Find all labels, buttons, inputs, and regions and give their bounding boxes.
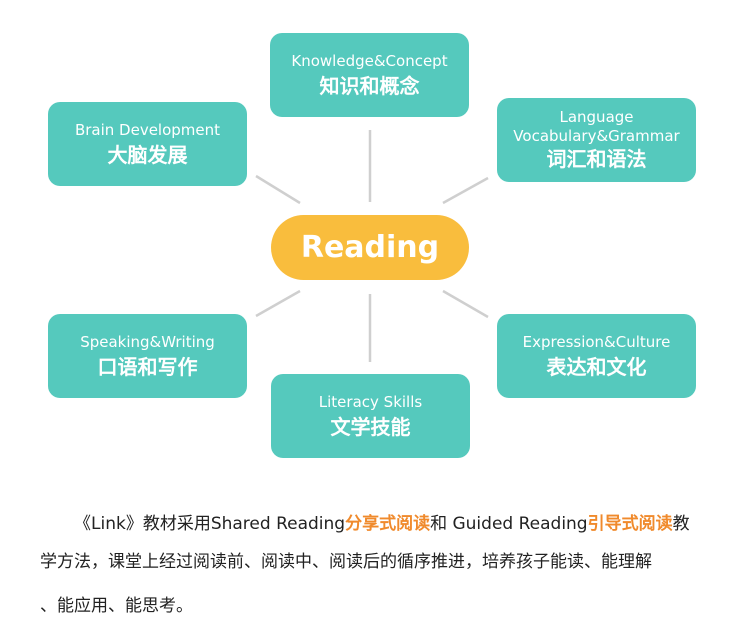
node-en: Expression&Culture [522,332,671,351]
connector-lower-left [255,289,301,318]
node-en: Knowledge&Concept [291,51,448,70]
connector-upper-left [255,174,301,205]
node-zh: 知识和概念 [319,73,420,98]
connector-upper-right [442,176,489,205]
highlight-shared-reading: 分享式阅读 [345,514,431,534]
text: 《Link》教材采用Shared Reading [74,514,346,534]
node-speaking-writing: Speaking&Writing 口语和写作 [48,314,247,398]
node-en-2: Vocabulary&Grammar [513,127,680,145]
node-brain-development: Brain Development 大脑发展 [48,102,247,186]
node-zh: 表达和文化 [546,354,647,379]
node-zh: 口语和写作 [97,354,198,379]
connector-lower-right [442,289,489,319]
node-en: Brain Development [74,120,221,139]
node-zh: 文学技能 [330,414,411,439]
text: 和 Guided Reading [430,514,588,534]
description-paragraph: 《Link》教材采用Shared Reading分享式阅读和 Guided Re… [40,508,740,622]
node-literacy-skills: Literacy Skills 文学技能 [271,374,470,458]
node-zh: 词汇和语法 [546,147,647,171]
text: 教 [672,514,690,534]
node-knowledge-concept: Knowledge&Concept 知识和概念 [270,33,469,117]
connector-lines [255,130,489,362]
node-en: Speaking&Writing [80,332,215,351]
node-en-1: Language [559,108,634,126]
node-language: Language Vocabulary&Grammar 词汇和语法 [497,98,696,182]
text-line-3: 、能应用、能思考。 [40,596,193,616]
center-reading: Reading [271,215,469,280]
node-zh: 大脑发展 [107,142,188,167]
text-line-2: 学方法，课堂上经过阅读前、阅读中、阅读后的循序推进，培养孩子能读、能理解 [40,552,652,572]
node-expression-culture: Expression&Culture 表达和文化 [497,314,696,398]
highlight-guided-reading: 引导式阅读 [587,514,673,534]
node-en: Literacy Skills [318,392,423,411]
